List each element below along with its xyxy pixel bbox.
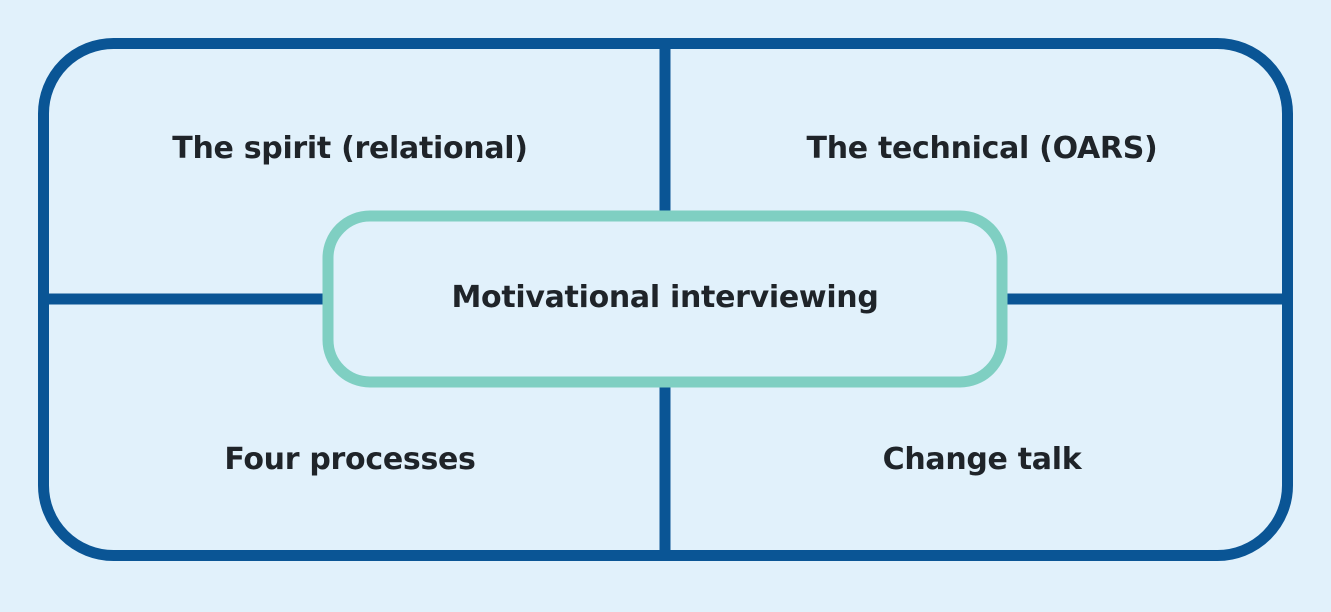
quadrant-label-bottom-left: Four processes [224, 442, 476, 477]
outer-frame [38, 38, 1293, 561]
center-label: Motivational interviewing [451, 280, 879, 315]
center-box [322, 210, 1008, 388]
quadrant-label-bottom-right: Change talk [882, 442, 1082, 477]
quadrant-label-top-left: The spirit (relational) [172, 131, 528, 166]
quadrant-label-top-right: The technical (OARS) [806, 131, 1158, 166]
